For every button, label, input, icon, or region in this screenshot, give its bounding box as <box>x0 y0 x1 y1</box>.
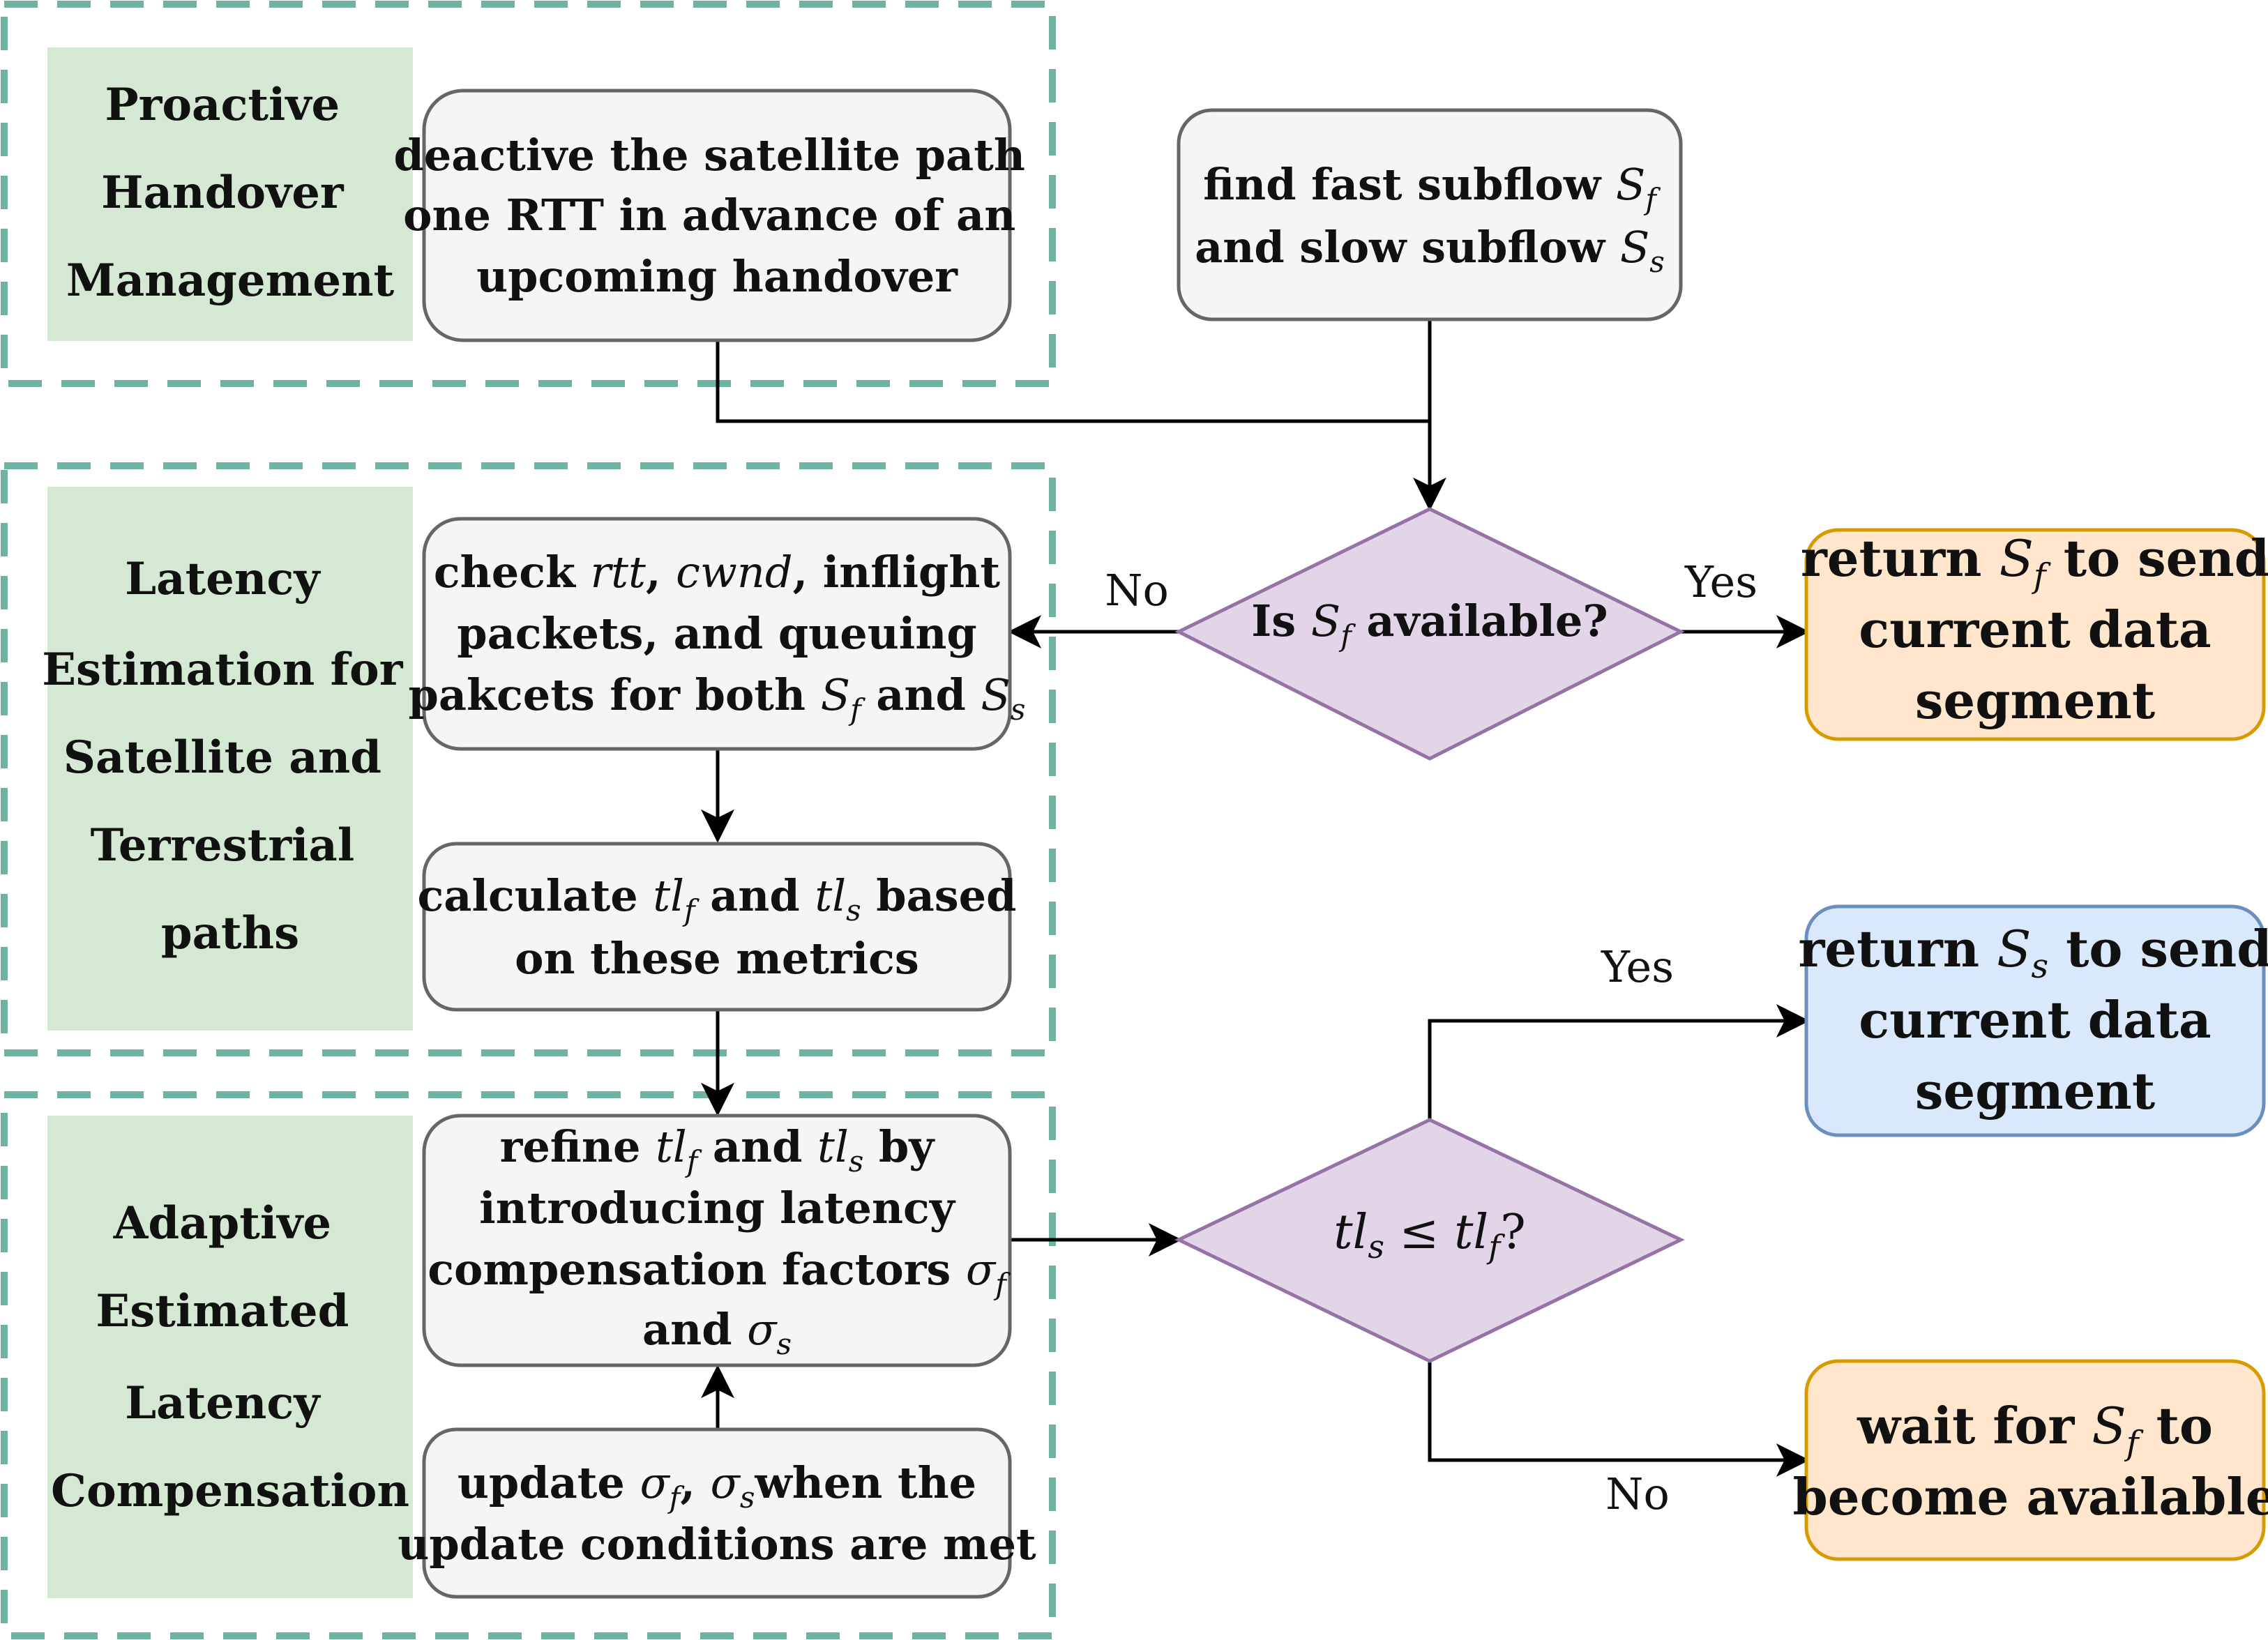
box-find-subflows <box>1177 108 1683 321</box>
result-return-fast-line3: segment <box>1915 671 2155 730</box>
decision-available <box>1174 507 1685 761</box>
box-find-subflows-line2: and slow subflow Ss <box>1195 222 1665 279</box>
group-proactive-container <box>1 1 1056 387</box>
result-return-slow <box>1804 904 2266 1137</box>
box-check-metrics-line3: pakcets for both Sf and Ss <box>409 669 1026 727</box>
result-return-slow-line3: segment <box>1915 1061 2155 1121</box>
box-deactive <box>422 89 1012 342</box>
box-check-metrics-line2: packets, and queuing <box>457 608 977 659</box>
box-refine-latency-line3: compensation factors σf <box>428 1244 1011 1301</box>
box-check-metrics <box>422 517 1012 751</box>
decision-compare <box>1174 1118 1685 1363</box>
box-refine-latency-line4: and σs <box>642 1304 792 1361</box>
box-check-metrics-line1: check rtt, cwnd, inflight <box>434 547 1000 598</box>
box-refine-latency-line2: introducing latency <box>479 1183 956 1233</box>
result-return-slow-line2: current data <box>1859 990 2211 1049</box>
box-refine-latency-line1: refine tlf and tls by <box>500 1121 936 1178</box>
result-return-fast-line1: return Sf to send <box>1801 529 2268 595</box>
result-wait-line1: wait for Sf to <box>1857 1396 2213 1463</box>
edge-deactive-to-available <box>716 340 1430 423</box>
edge-compare-yes <box>1428 1004 1810 1120</box>
group-label-adaptive: Adaptive Estimated Latency Compensation <box>51 1197 409 1517</box>
box-refine-latency <box>422 1114 1012 1367</box>
group-latency-container <box>1 462 1056 1056</box>
box-update-factors-line2: update conditions are met <box>398 1519 1036 1570</box>
box-find-subflows-line1: find fast subflow Sf <box>1203 159 1661 216</box>
result-return-slow-line1: return Ss to send <box>1798 919 2268 986</box>
decision-available-text: Is Sf available? <box>1251 595 1608 653</box>
group-label-latency-bg <box>47 487 413 1031</box>
edge-label-compare-yes: Yes <box>1601 941 1674 992</box>
edge-label-compare-no: No <box>1605 1468 1670 1519</box>
box-calculate-latency-line2: on these metrics <box>515 933 919 984</box>
group-label-proactive-bg <box>47 47 413 341</box>
box-update-factors-line1: update σf, σswhen the <box>458 1457 976 1514</box>
decision-compare-text: tls ≤ tlf? <box>1333 1205 1525 1266</box>
edge-label-available-no: No <box>1105 565 1169 616</box>
box-update-factors <box>422 1427 1012 1599</box>
box-calculate-latency <box>422 842 1012 1012</box>
edge-compare-no <box>1428 1361 1810 1477</box>
box-calculate-latency-line1: calculate tlf and tls based <box>418 870 1017 927</box>
result-wait <box>1804 1359 2266 1561</box>
result-wait-line2: become available <box>1792 1467 2268 1526</box>
result-return-fast-line2: current data <box>1859 600 2211 659</box>
group-label-latency: Latency Estimation for Satellite and Ter… <box>42 553 418 959</box>
group-label-proactive: Proactive Handover Management <box>66 79 395 307</box>
result-return-fast <box>1804 528 2266 741</box>
group-label-adaptive-bg <box>47 1116 413 1598</box>
box-deactive-text: deactive the satellite path one RTT in a… <box>393 130 1040 302</box>
edge-label-available-yes: Yes <box>1684 556 1757 607</box>
